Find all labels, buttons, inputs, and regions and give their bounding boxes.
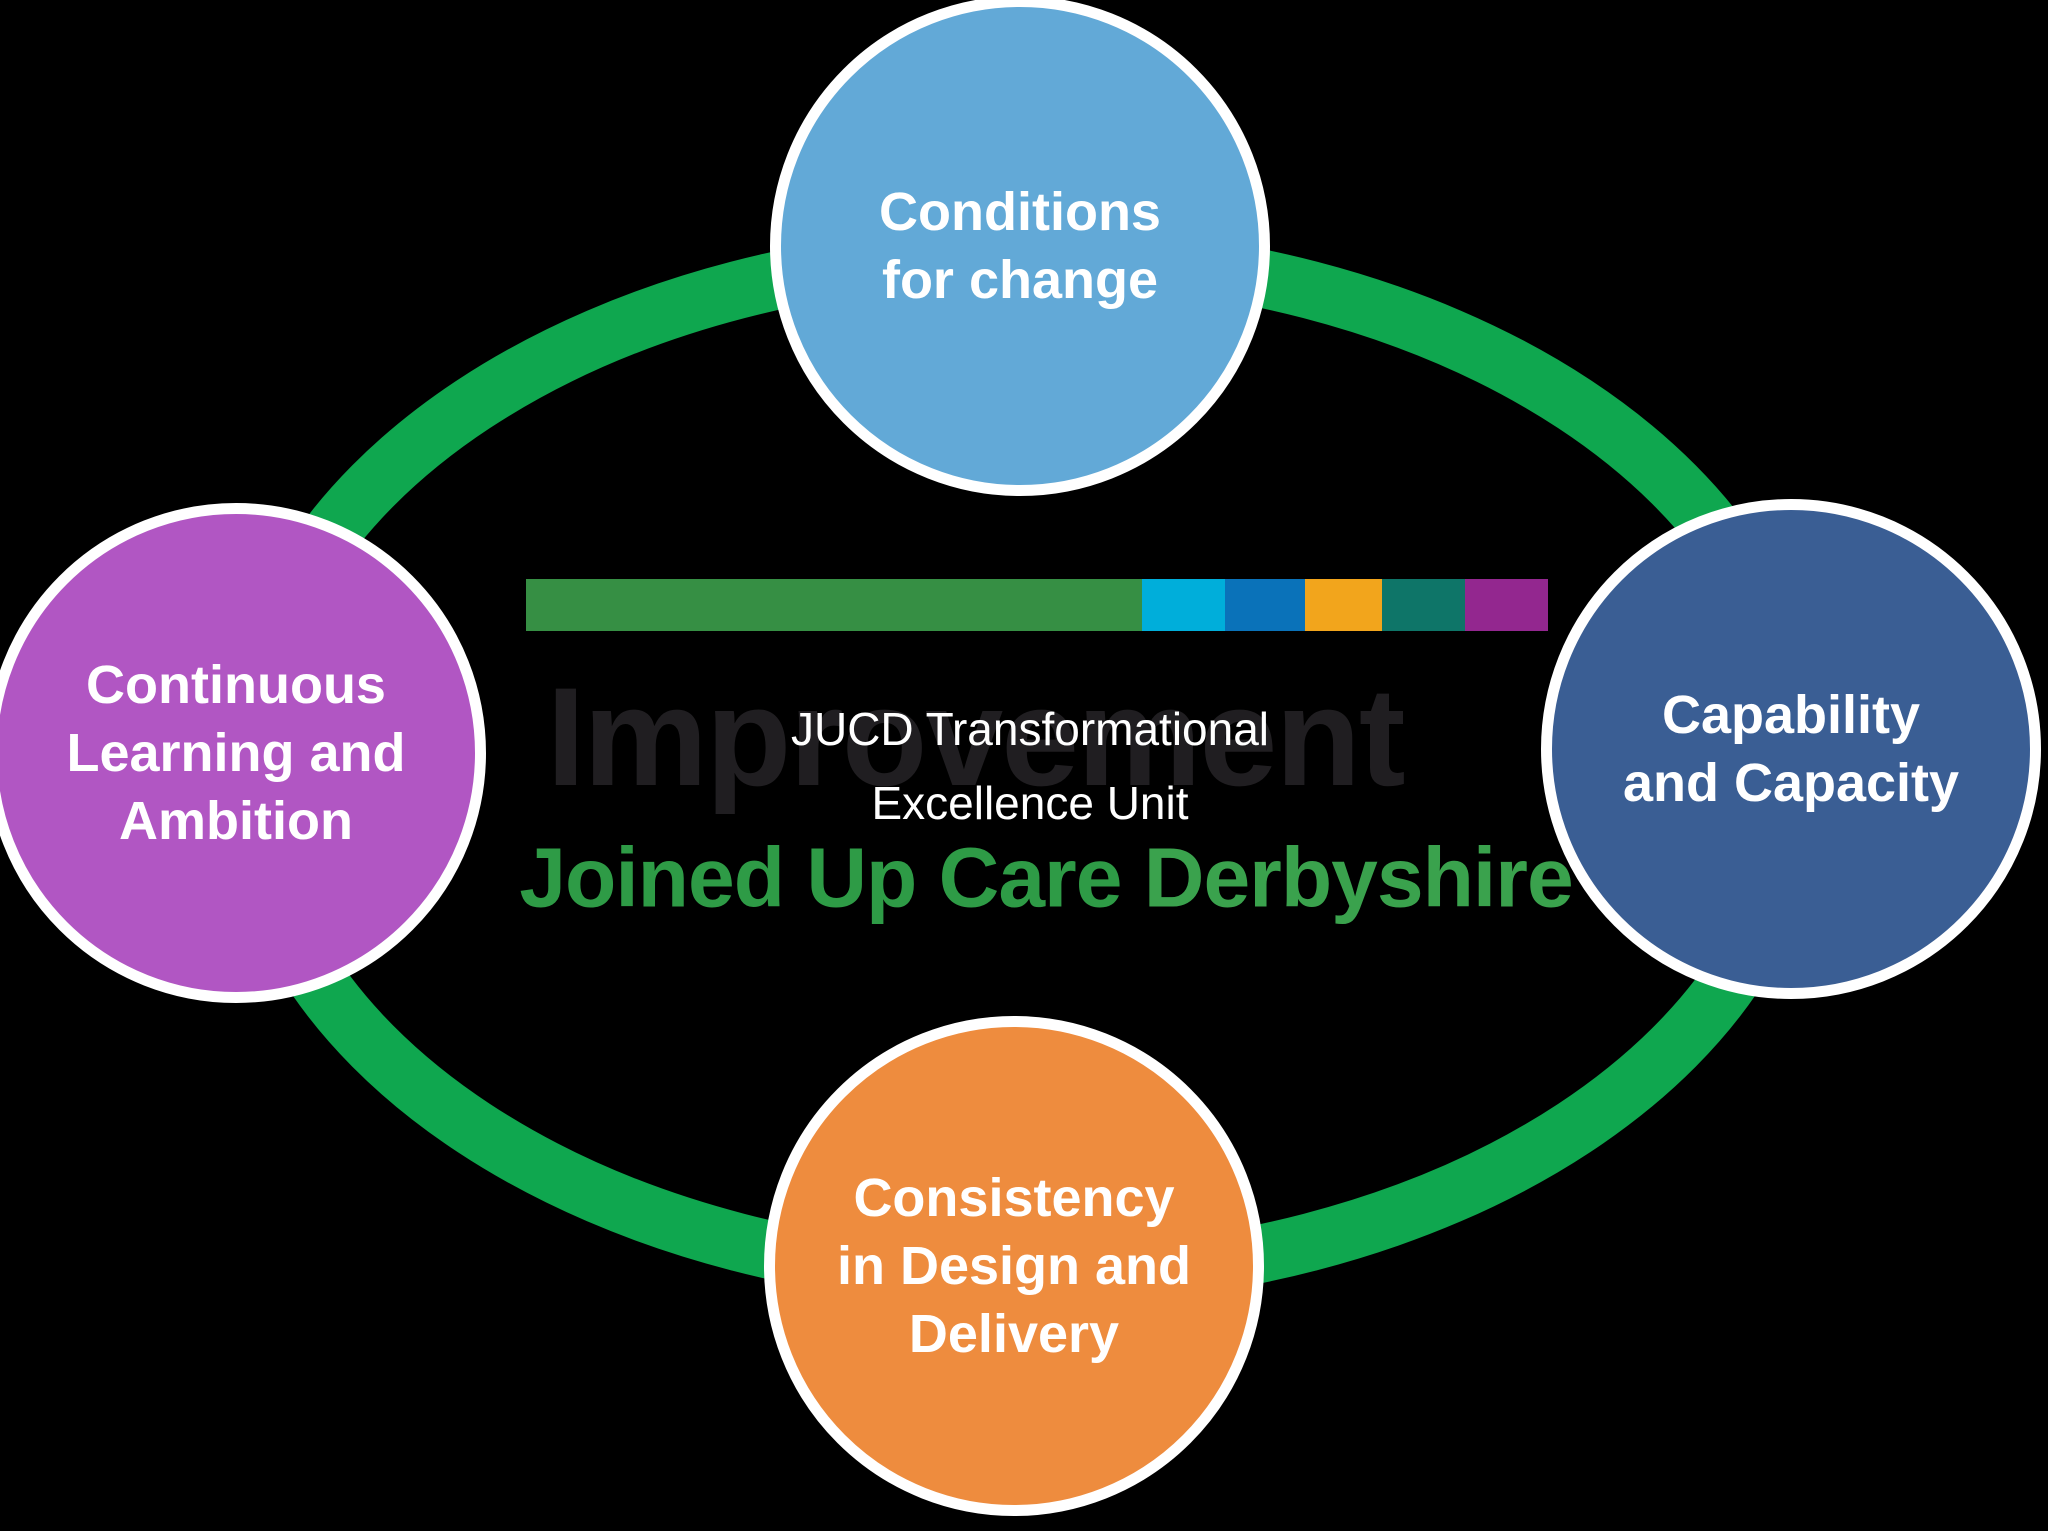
logo-primary-text: Joined Up Care [519, 830, 1122, 925]
unit-title: JUCD Transformational Excellence Unit [791, 692, 1269, 840]
circle-label: Capability and Capacity [1623, 681, 1959, 817]
circle-label-line: Ambition [119, 791, 353, 851]
circle-label-line: Continuous [86, 655, 386, 715]
circle-label-line: Delivery [908, 1304, 1120, 1364]
bar-segment-teal [1382, 579, 1466, 631]
circle-continuous-learning-and-ambition: Continuous Learning and Ambition [0, 503, 486, 1003]
bar-segment-blue [1225, 579, 1305, 631]
circle-conditions-for-change: Conditions for change [770, 0, 1270, 496]
circle-label-line: Capability [1661, 685, 1921, 745]
bar-segment-amber [1304, 579, 1383, 631]
circle-consistency-in-design-and-delivery: Consistency in Design and Delivery [764, 1016, 1264, 1516]
bar-segment-cyan [1142, 579, 1226, 631]
logo-color-bar [526, 579, 1548, 631]
bar-segment-purple [1465, 579, 1548, 631]
circle-label-line: and Capacity [1622, 753, 1960, 813]
circle-label: Continuous Learning and Ambition [66, 651, 405, 855]
circle-label: Conditions for change [879, 178, 1161, 314]
circle-label: Consistency in Design and Delivery [837, 1164, 1191, 1368]
circle-capability-and-capacity: Capability and Capacity [1541, 499, 2041, 999]
circle-label-line: for change [881, 250, 1159, 310]
joined-up-care-derbyshire-logo: Joined Up Care Derbyshire [519, 830, 1574, 927]
improvement-watermark-text: Improvement [546, 658, 1405, 815]
circle-label-line: in Design and [836, 1236, 1192, 1296]
circle-label-line: Conditions [879, 182, 1161, 242]
circle-label-line: Learning and [66, 723, 406, 783]
unit-title-line2: Excellence Unit [871, 777, 1189, 829]
logo-secondary-text: Derbyshire [1121, 830, 1574, 925]
unit-title-line1: JUCD Transformational [790, 703, 1270, 755]
circle-label-line: Consistency [853, 1168, 1175, 1228]
bar-segment-green [526, 579, 1143, 631]
